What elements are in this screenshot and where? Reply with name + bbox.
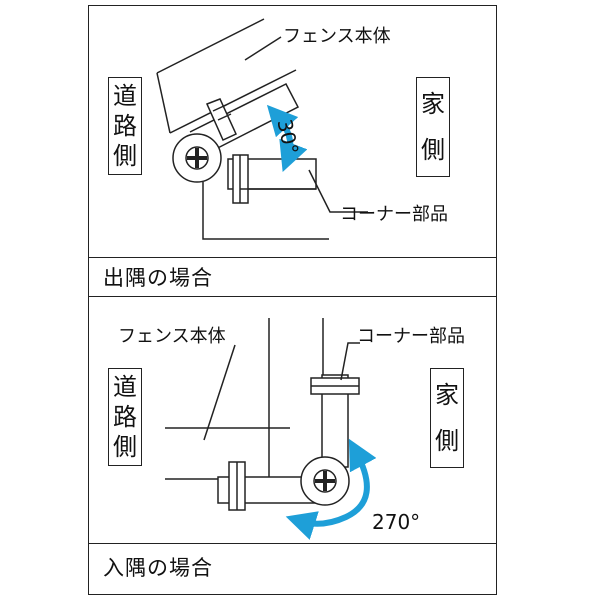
top-corner-part-label: コーナー部品 (340, 204, 448, 225)
corner-part-leader (308, 169, 368, 213)
bottom-corner-part-label: コーナー部品 (357, 326, 465, 347)
bottom-fence-body-label: フェンス本体 (118, 326, 226, 347)
fence-body-leader (244, 36, 282, 61)
section-divider (88, 296, 497, 297)
fence-body-edge-lower (169, 69, 297, 134)
bottom-house-side-text: 家側 (435, 381, 459, 455)
post-outline (202, 182, 329, 240)
bottom-caption-divider (88, 543, 497, 544)
angled-bracket-arm (189, 82, 300, 155)
top-fence-body-label: フェンス本体 (283, 26, 391, 47)
bottom-house-side-label: 家側 (430, 368, 464, 468)
bottom-angle-label: 270° (372, 510, 421, 534)
fence-body-edge-end (156, 72, 171, 134)
fence-body-edge-upper (156, 18, 265, 74)
top-house-side-label: 家側 (416, 77, 450, 177)
corner-part-leader (340, 342, 360, 381)
top-road-side-label: 道路側 (108, 77, 142, 175)
fence-body-leader (203, 344, 236, 441)
top-caption: 出隅の場合 (103, 266, 213, 290)
top-house-side-text: 家側 (421, 90, 445, 164)
bottom-caption: 入隅の場合 (103, 556, 213, 580)
bottom-road-side-text: 道路側 (113, 373, 137, 461)
angle-arrow-270 (285, 438, 377, 540)
diagram-frame (88, 5, 497, 595)
outside-corner-drawing (156, 18, 368, 240)
angled-bolt (205, 98, 237, 141)
bottom-road-side-label: 道路側 (108, 368, 142, 466)
angle-arrow-30 (266, 104, 308, 173)
top-caption-divider (88, 257, 497, 258)
top-road-side-text: 道路側 (113, 82, 137, 170)
